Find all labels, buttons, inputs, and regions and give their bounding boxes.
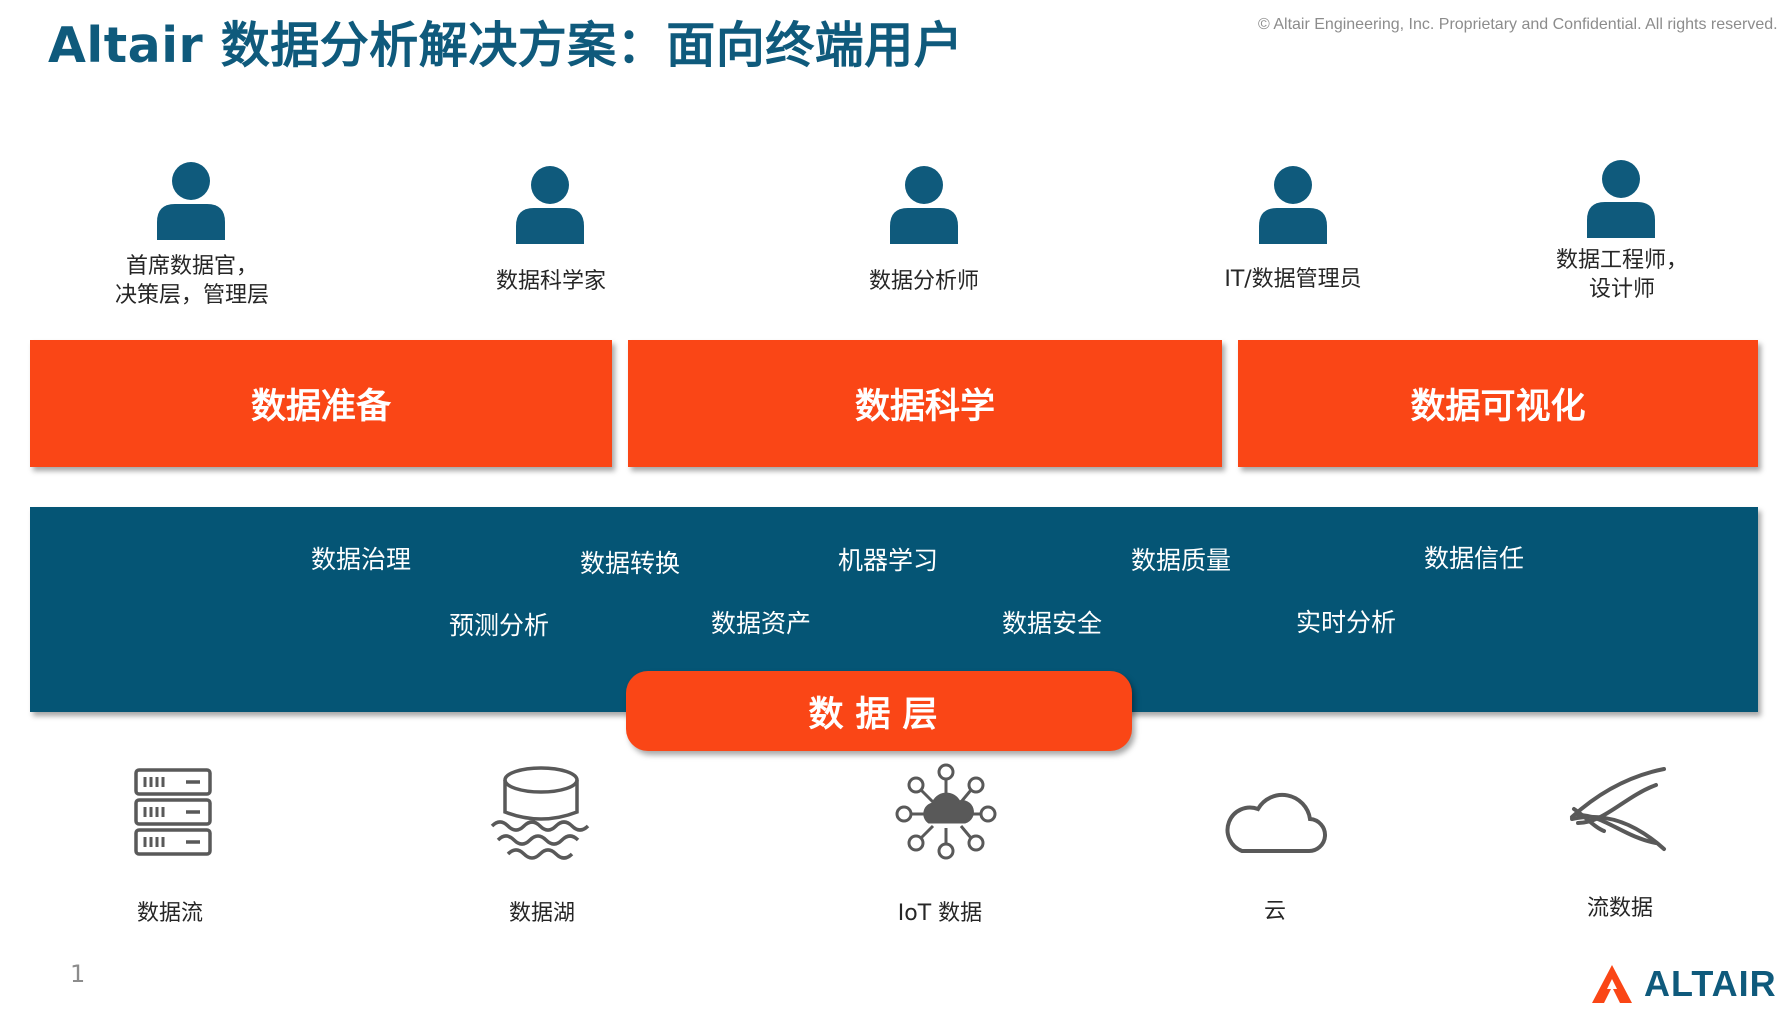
capability-data-science: 数据科学 [628,340,1222,467]
band-item: 数据信任 [1424,544,1525,573]
capability-label: 数据可视化 [1410,387,1586,427]
band-item: 数据质量 [1131,546,1232,575]
data-layer-pill: 数据层 [626,671,1132,751]
source-label: 流数据 [1586,896,1653,921]
server-rack-icon [134,768,212,856]
data-lake-icon [490,766,590,860]
altair-logo: ALTAIR [1590,962,1777,1006]
page-number: 1 [70,960,86,988]
iot-network-icon [895,763,997,860]
copyright-notice: © Altair Engineering, Inc. Proprietary a… [1258,16,1778,33]
person-icon [1259,166,1327,244]
source-label: IoT 数据 [897,901,983,926]
role-label-it-admin: IT/数据管理员 [1224,267,1362,292]
role-label-data-scientist: 数据科学家 [495,269,606,294]
band-item: 机器学习 [838,546,939,575]
person-icon [157,162,225,240]
band-item: 数据资产 [711,609,812,638]
role-label-data-engineer: 数据工程师， 设计师 [1555,248,1688,302]
capability-data-viz: 数据可视化 [1238,340,1758,467]
band-item: 实时分析 [1296,608,1397,637]
data-layer-label: 数据层 [808,694,950,735]
band-item: 数据安全 [1002,609,1103,638]
capability-data-prep: 数据准备 [30,340,612,467]
band-item: 数据治理 [311,545,412,574]
capability-label: 数据科学 [854,387,995,427]
person-icon [1587,160,1655,238]
logo-text: ALTAIR [1644,963,1777,1004]
altair-logo-mark-icon [1592,965,1632,1003]
role-label-cdo: 首席数据官， 决策层，管理层 [114,254,269,308]
role-label-data-analyst: 数据分析师 [868,269,979,294]
source-label: 云 [1263,899,1286,924]
band-item: 数据转换 [580,549,681,578]
streaming-icon [1570,767,1666,851]
source-label: 数据湖 [508,901,575,926]
source-label: 数据流 [136,901,203,926]
cloud-icon [1225,792,1327,854]
band-item: 预测分析 [449,611,550,640]
person-icon [890,166,958,244]
capability-label: 数据准备 [250,387,391,427]
person-icon [516,166,584,244]
page-title: Altair 数据分析解决方案：面向终端用户 [48,17,964,74]
